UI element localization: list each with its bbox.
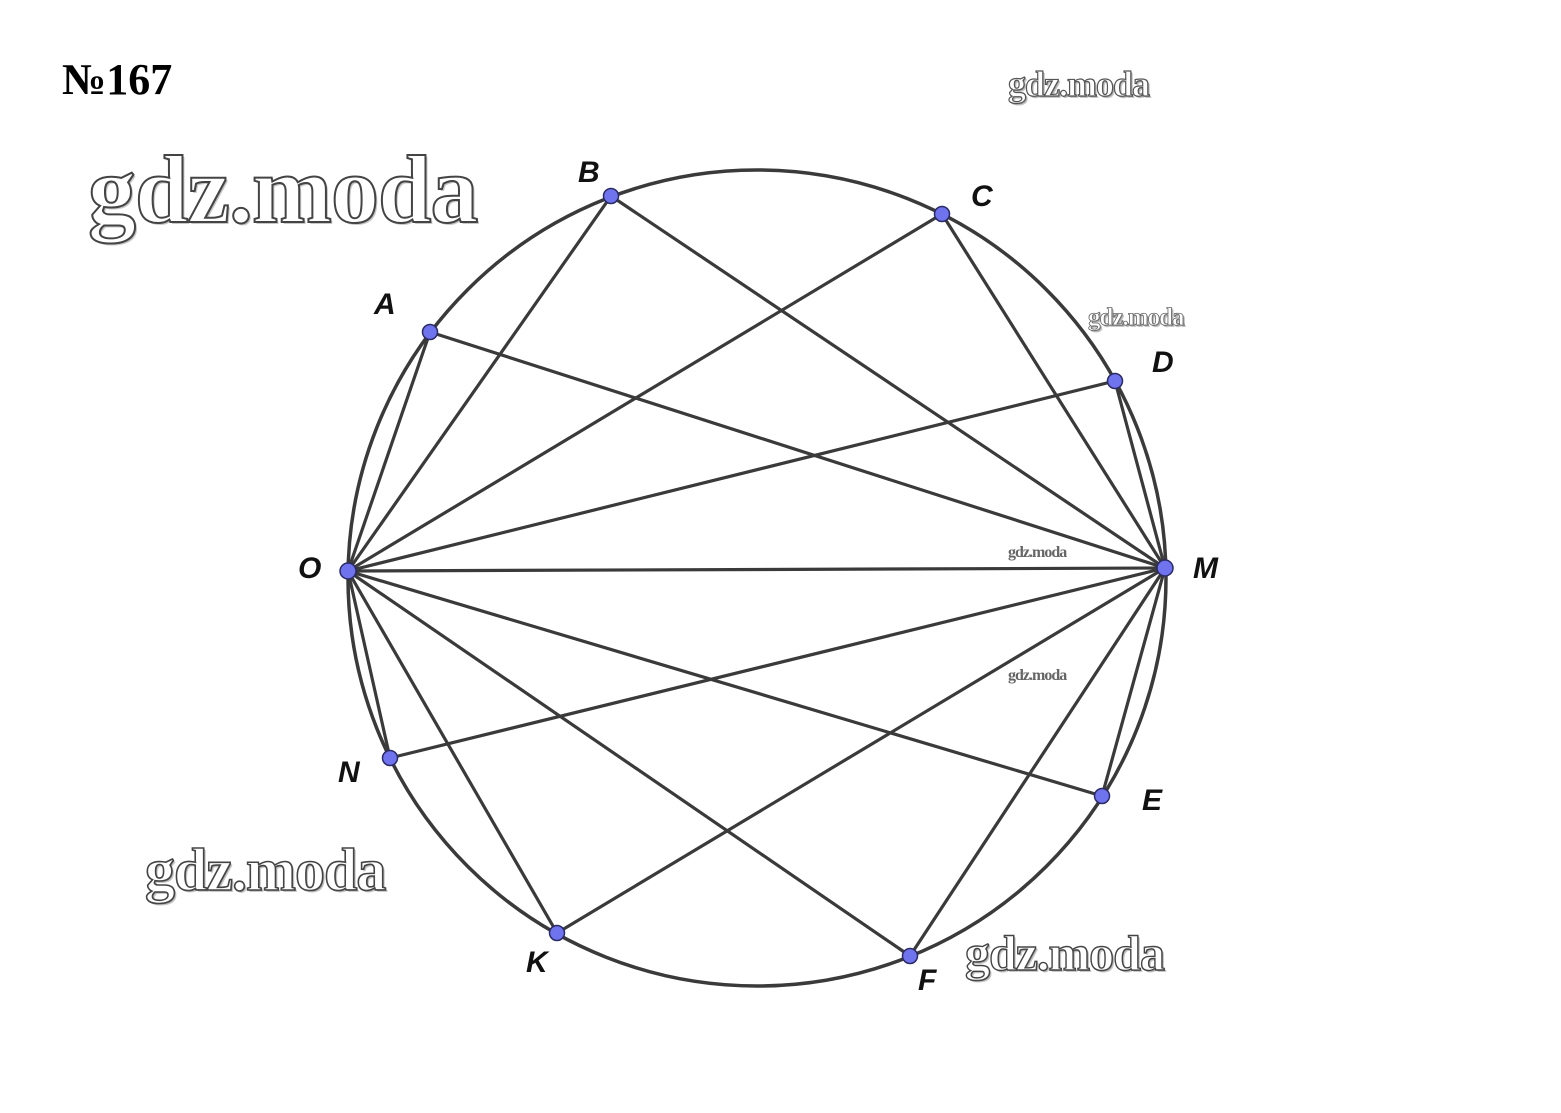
point-label-a: A — [373, 288, 396, 321]
point-d — [1106, 372, 1124, 390]
segment-mb — [610, 194, 1166, 570]
segment-of — [347, 569, 911, 958]
segment-mk — [556, 566, 1166, 935]
watermark-bottom-right: gdz.moda — [964, 925, 1165, 981]
point-label-c: C — [971, 180, 994, 213]
point-label-o: O — [298, 552, 321, 585]
point-label-k: K — [526, 946, 550, 979]
point-label-e: E — [1142, 784, 1163, 817]
segment-ob — [346, 195, 613, 572]
segment-ma — [429, 330, 1166, 570]
segment-od — [347, 379, 1116, 573]
point-label-m: M — [1193, 552, 1219, 585]
segment-mf — [908, 567, 1167, 957]
watermark-near-d: gdz.moda — [1088, 304, 1185, 331]
point-label-b: B — [578, 156, 600, 189]
watermark-small-center-upper: gdz.moda — [1008, 544, 1067, 561]
point-label-f: F — [918, 964, 937, 997]
point-f — [901, 947, 919, 965]
watermark-small-center-lower: gdz.moda — [1008, 667, 1067, 684]
segment-on — [346, 570, 392, 759]
point-e — [1093, 787, 1111, 805]
watermark-large-top-left: gdz.moda — [87, 136, 479, 243]
points-group — [339, 187, 1174, 965]
watermark-bottom-left: gdz.moda — [144, 837, 387, 903]
segment-ok — [346, 570, 559, 934]
segment-mn — [389, 566, 1166, 760]
point-k — [548, 924, 566, 942]
segment-oc — [347, 212, 943, 573]
segment-om — [347, 566, 1166, 573]
segment-mc — [940, 213, 1167, 569]
point-m — [1156, 559, 1174, 577]
point-label-d: D — [1152, 346, 1174, 379]
segment-oe — [347, 569, 1103, 798]
point-b — [602, 187, 620, 205]
segment-me — [1100, 567, 1167, 797]
point-label-n: N — [338, 756, 361, 789]
segments-group — [346, 194, 1167, 958]
problem-number: №167 — [62, 55, 173, 104]
watermark-top-right: gdz.moda — [1007, 64, 1150, 104]
point-o — [339, 562, 357, 580]
labels-group: O M A B C D E F K N — [298, 156, 1219, 997]
segment-md — [1113, 380, 1167, 569]
point-a — [421, 323, 439, 341]
point-c — [933, 205, 951, 223]
point-n — [381, 749, 399, 767]
segment-oa — [346, 331, 432, 572]
